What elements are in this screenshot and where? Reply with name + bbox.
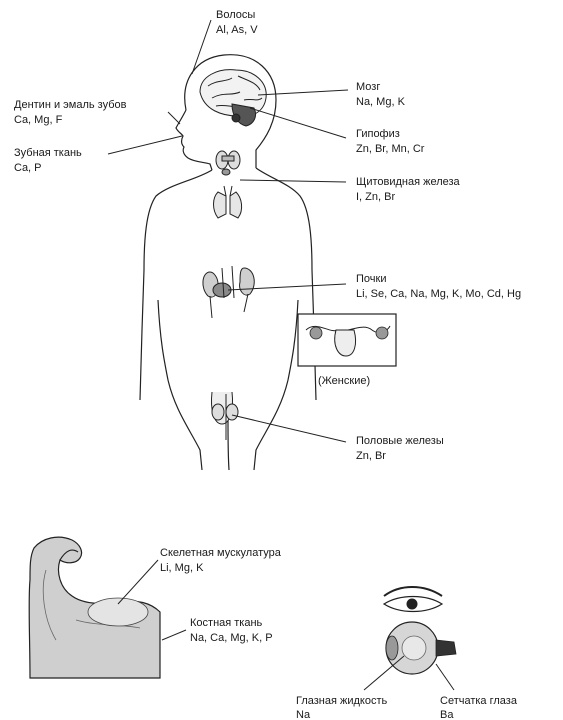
arm-illustration xyxy=(29,537,160,678)
svg-text:Гипофиз: Гипофиз xyxy=(356,128,400,140)
label-bone: Костная ткань Na, Ca, Mg, K, P xyxy=(190,617,273,644)
label-retina: Сетчатка глаза Ba xyxy=(440,695,518,720)
svg-text:Щитовидная железа: Щитовидная железа xyxy=(356,176,461,188)
svg-text:Сетчатка глаза: Сетчатка глаза xyxy=(440,695,518,707)
svg-text:Костная ткань: Костная ткань xyxy=(190,617,263,629)
svg-text:Na: Na xyxy=(296,709,311,720)
svg-text:Скелетная мускулатура: Скелетная мускулатура xyxy=(160,547,282,559)
svg-text:Zn, Br: Zn, Br xyxy=(356,450,386,462)
label-pituitary: Гипофиз Zn, Br, Mn, Cr xyxy=(356,128,425,155)
kidneys-illustration xyxy=(203,266,254,318)
label-dental-tissue: Зубная ткань Ca, P xyxy=(14,147,82,174)
svg-text:Почки: Почки xyxy=(356,273,386,285)
label-skeletal-muscle: Скелетная мускулатура Li, Mg, K xyxy=(160,547,282,574)
svg-text:Ca, P: Ca, P xyxy=(14,162,42,174)
svg-text:Li, Se, Ca, Na, Mg, K, Mo, Cd,: Li, Se, Ca, Na, Mg, K, Mo, Cd, Hg xyxy=(356,288,521,300)
label-hair: Волосы Al, As, V xyxy=(216,9,258,36)
svg-text:Зубная ткань: Зубная ткань xyxy=(14,147,82,159)
svg-text:Na, Mg, K: Na, Mg, K xyxy=(356,96,406,108)
label-gonads: Половые железы Zn, Br xyxy=(356,435,444,462)
svg-text:Ba: Ba xyxy=(440,709,454,720)
svg-text:Zn, Br, Mn, Cr: Zn, Br, Mn, Cr xyxy=(356,143,425,155)
label-teeth-enamel: Дентин и эмаль зубов Ca, Mg, F xyxy=(14,99,127,126)
svg-text:Глазная жидкость: Глазная жидкость xyxy=(296,695,388,707)
eye-illustration xyxy=(384,587,456,674)
svg-text:Волосы: Волосы xyxy=(216,9,255,21)
svg-text:Li, Mg, K: Li, Mg, K xyxy=(160,562,204,574)
svg-text:I, Zn, Br: I, Zn, Br xyxy=(356,191,395,203)
svg-text:Дентин и эмаль зубов: Дентин и эмаль зубов xyxy=(14,99,127,111)
label-brain: Мозг Na, Mg, K xyxy=(356,81,406,108)
brain-illustration xyxy=(200,70,266,126)
svg-text:Половые железы: Половые железы xyxy=(356,435,444,447)
chest-organs-illustration xyxy=(214,186,242,218)
label-eye-fluid: Глазная жидкость Na xyxy=(296,695,388,720)
gonads-illustration xyxy=(211,392,238,440)
female-organs-box xyxy=(298,314,396,366)
svg-text:(Женские): (Женские) xyxy=(318,375,370,387)
label-thyroid: Щитовидная железа I, Zn, Br xyxy=(356,176,461,203)
svg-text:Ca, Mg, F: Ca, Mg, F xyxy=(14,114,63,126)
thyroid-illustration xyxy=(216,151,240,175)
svg-text:Na, Ca, Mg, K, P: Na, Ca, Mg, K, P xyxy=(190,632,273,644)
svg-text:Al, As, V: Al, As, V xyxy=(216,24,258,36)
svg-text:Мозг: Мозг xyxy=(356,81,380,93)
label-female: (Женские) xyxy=(318,375,370,387)
label-kidneys: Почки Li, Se, Ca, Na, Mg, K, Mo, Cd, Hg xyxy=(356,273,521,300)
